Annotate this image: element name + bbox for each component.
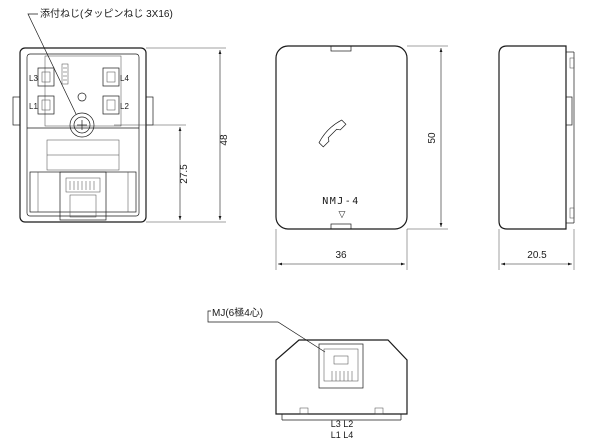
front-view: NMJ-4 ▽ 50 36 — [275, 45, 448, 270]
telephone-icon — [318, 119, 347, 148]
label-l1: L1 — [29, 102, 38, 111]
pin-labels-row1: L3 L2 — [331, 419, 354, 429]
right-tab — [145, 96, 154, 126]
left-tab — [12, 96, 21, 126]
base-outline — [19, 47, 147, 223]
terminal-l2 — [102, 95, 120, 115]
screw-note: 添付ねじ(タッピンねじ 3X16) — [40, 7, 173, 20]
jack-note: MJ(6極4心) — [212, 306, 263, 319]
marking-column — [61, 63, 69, 85]
side-outline — [498, 45, 567, 230]
dim-height: 48 — [219, 134, 230, 146]
dim-depth: 20.5 — [527, 250, 547, 261]
bottom-view: MJ(6極4心) L3 L2 L1 L4 — [207, 306, 408, 440]
screw-leader — [27, 13, 77, 115]
jack-leader — [207, 310, 326, 353]
pin-labels-row2: L1 L4 — [331, 430, 354, 440]
screw-icon — [69, 92, 95, 138]
side-view: 20.5 — [498, 45, 575, 270]
modular-jack-rear — [29, 171, 137, 221]
model-mark: ▽ — [339, 209, 346, 219]
terminal-l1 — [37, 95, 55, 115]
interior-view: L3 L1 L4 L2 添付ねじ(タッピンねじ 3X16) — [12, 7, 230, 223]
dim-mount-height: 27.5 — [179, 164, 190, 184]
label-l3: L3 — [29, 74, 38, 83]
inner-frame — [26, 53, 140, 217]
bottom-outline — [275, 339, 408, 415]
label-l4: L4 — [120, 74, 129, 83]
dim-width: 36 — [335, 250, 347, 261]
model-label: NMJ-4 — [322, 196, 360, 207]
label-l2: L2 — [120, 102, 129, 111]
dim-front-height: 50 — [427, 132, 438, 144]
terminal-l4 — [102, 67, 120, 87]
terminal-l3 — [37, 67, 55, 87]
modular-jack-icon — [318, 343, 364, 389]
